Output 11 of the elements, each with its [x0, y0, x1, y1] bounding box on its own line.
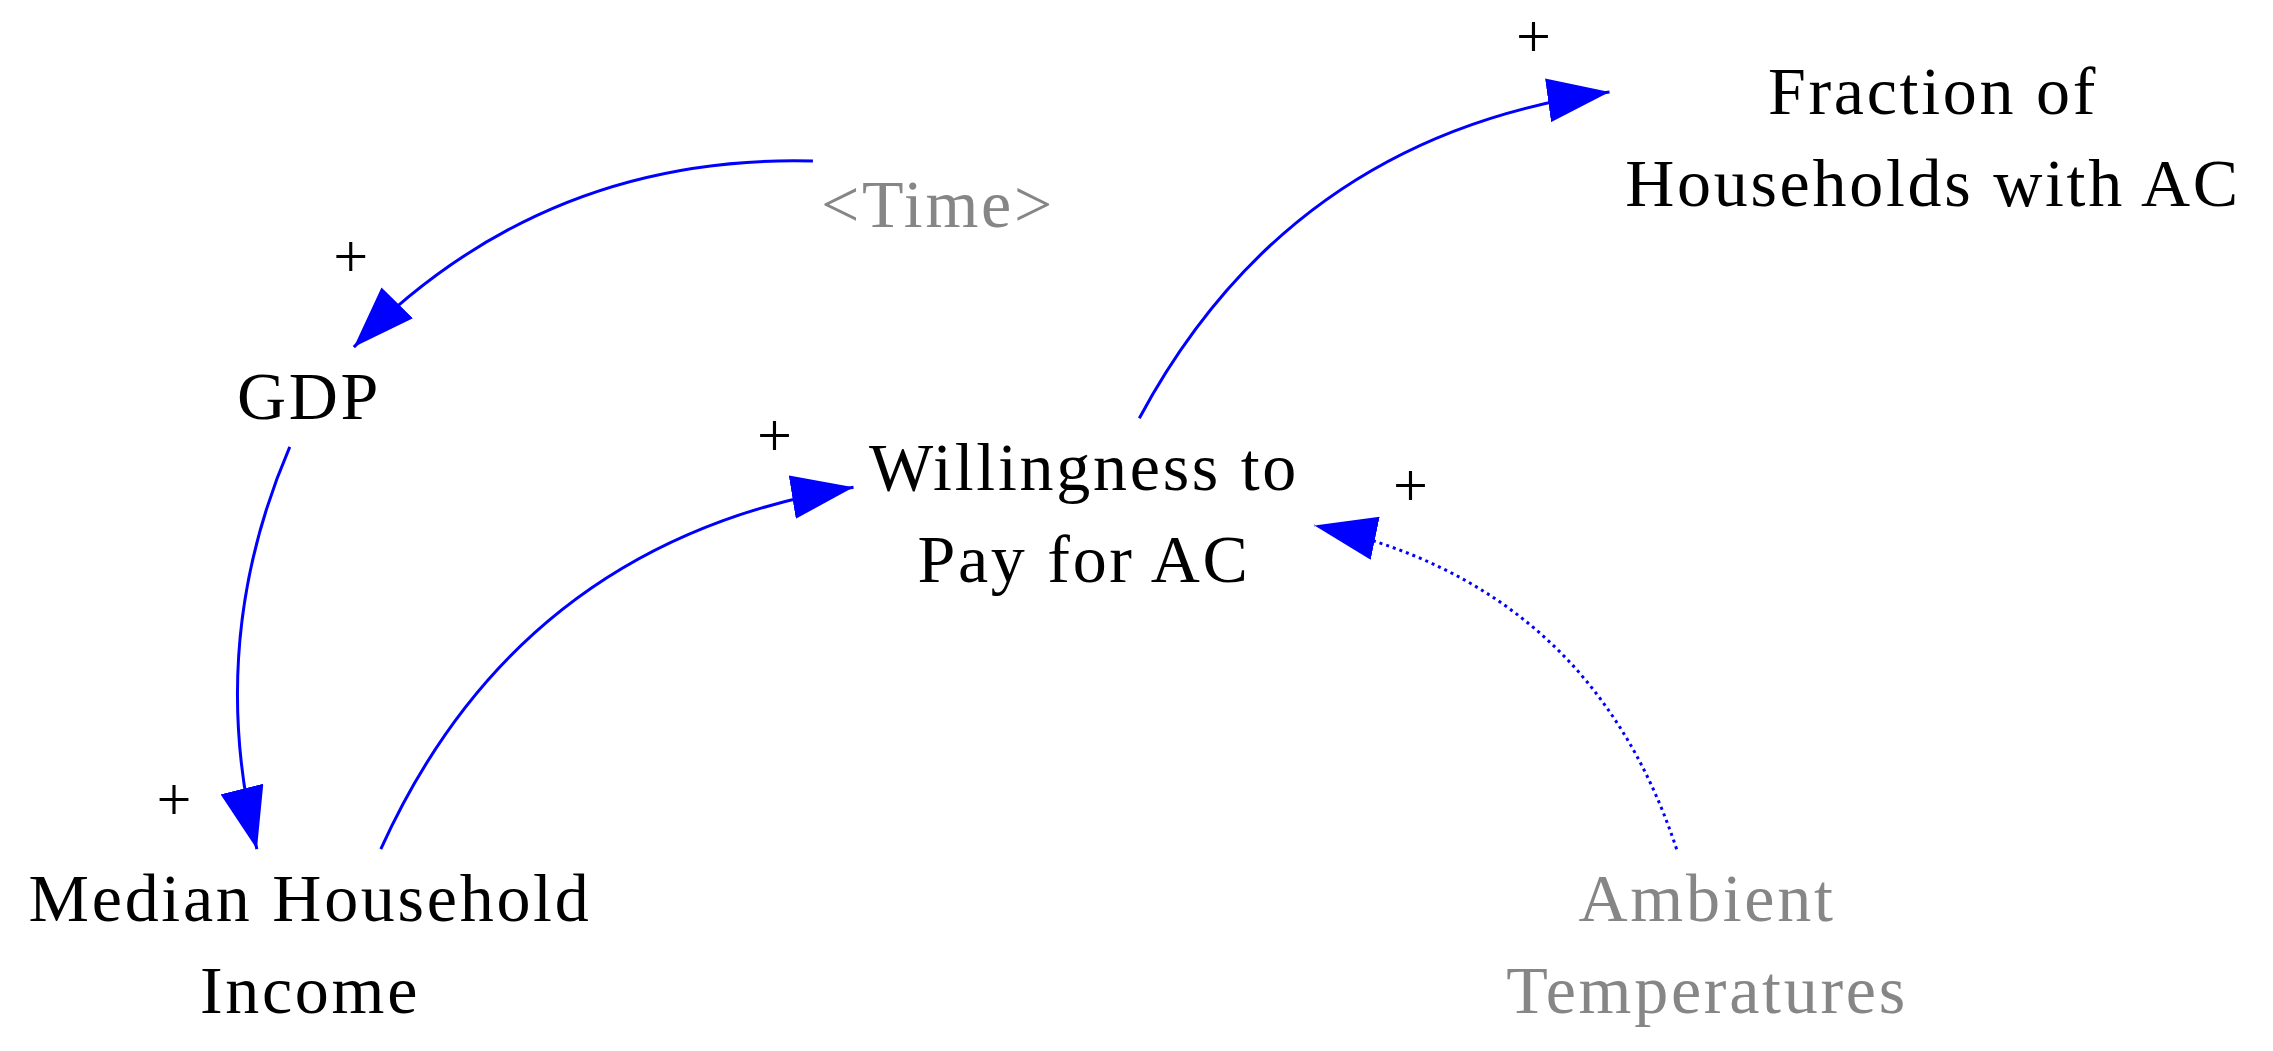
arrow	[352, 159, 813, 349]
dotted-arrow	[1314, 519, 1679, 850]
variable-name: GDP	[228, 347, 390, 447]
variable-name: Fraction of Households with AC	[1609, 42, 2257, 234]
arrow	[222, 446, 292, 850]
variable-name: Median Household Income	[15, 849, 605, 1041]
variable-name: <Time>	[812, 155, 1064, 255]
variable-name: Willingness to Pay for AC	[853, 418, 1315, 610]
arrow	[1138, 80, 1610, 419]
variable-name: Ambient Temperatures	[1490, 849, 1924, 1041]
arrow	[379, 477, 854, 850]
